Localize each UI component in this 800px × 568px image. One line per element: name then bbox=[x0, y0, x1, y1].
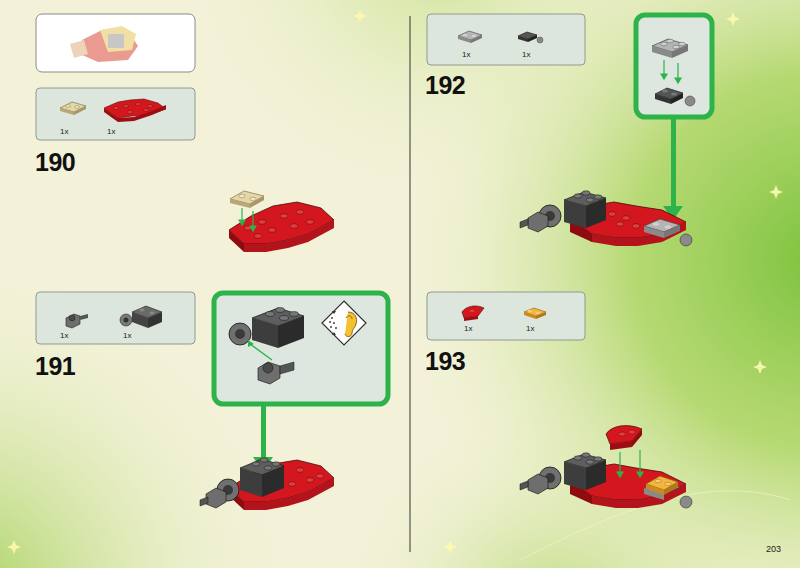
page-number: 203 bbox=[766, 544, 781, 554]
callout-number: 192 bbox=[425, 71, 465, 100]
callout-number: 193 bbox=[425, 347, 465, 376]
quantity-label: 1x bbox=[462, 50, 470, 59]
quantity-label: 1x bbox=[60, 331, 68, 340]
quantity-label: 1x bbox=[107, 127, 115, 136]
quantity-label: 1x bbox=[123, 331, 131, 340]
callout-number: 191 bbox=[35, 352, 75, 381]
quantity-label: 1x bbox=[526, 324, 534, 333]
quantity-label: 1x bbox=[522, 50, 530, 59]
callout-number: 190 bbox=[35, 148, 75, 177]
quantity-label: 1x bbox=[60, 127, 68, 136]
quantity-label: 1x bbox=[464, 324, 472, 333]
